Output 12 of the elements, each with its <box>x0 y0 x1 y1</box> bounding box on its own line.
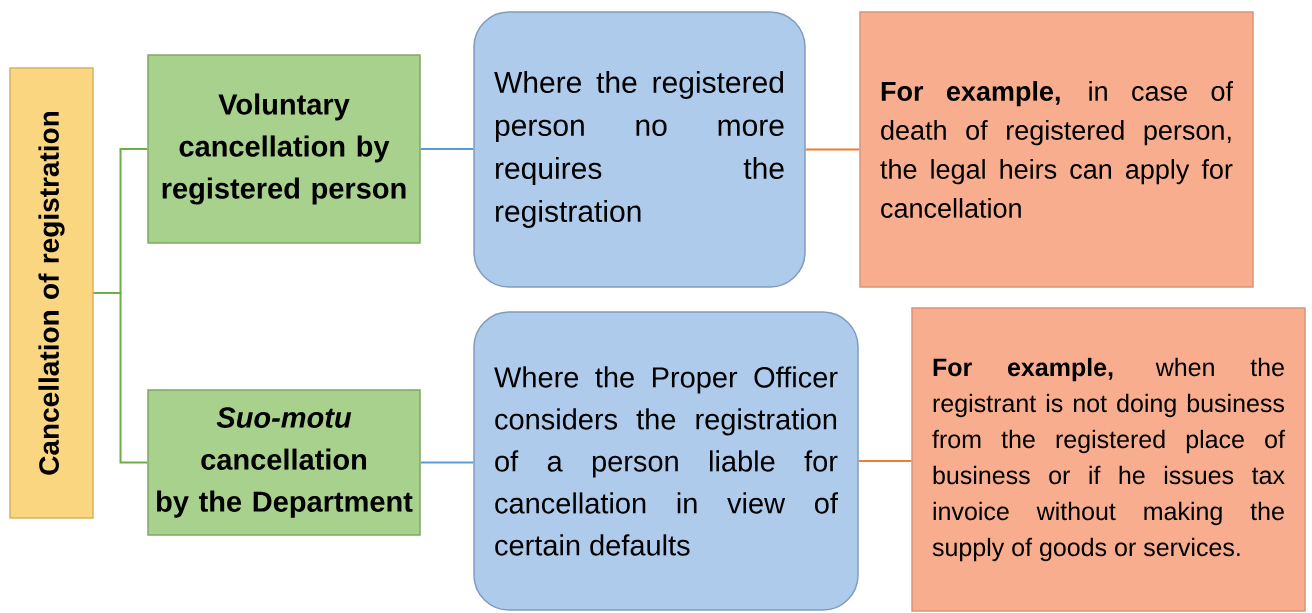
example-box: For example, when the registrant is not doing business from the registered place of business or if he issues tax invoice without making the supply of goods or services. <box>911 307 1306 612</box>
connector-line <box>857 460 913 462</box>
process-box: Suo-motu cancellation by the Department <box>147 389 421 536</box>
connector-line <box>419 148 475 150</box>
rounded-box: Where the Proper Officer considers the registration of a person liable for cancellation in view of certain defaults <box>473 311 859 611</box>
rounded-box: Where the registered person no more requires the registration <box>473 11 806 288</box>
example-box: For example, in case of death of registered person, the legal heirs can apply for cancellation <box>859 11 1254 288</box>
connector-line <box>419 461 475 464</box>
connector-line <box>804 148 861 151</box>
category-box: Cancellation of registration <box>9 67 94 519</box>
connector-line <box>92 292 149 464</box>
process-box: Voluntary cancellation by registered person <box>147 54 421 244</box>
